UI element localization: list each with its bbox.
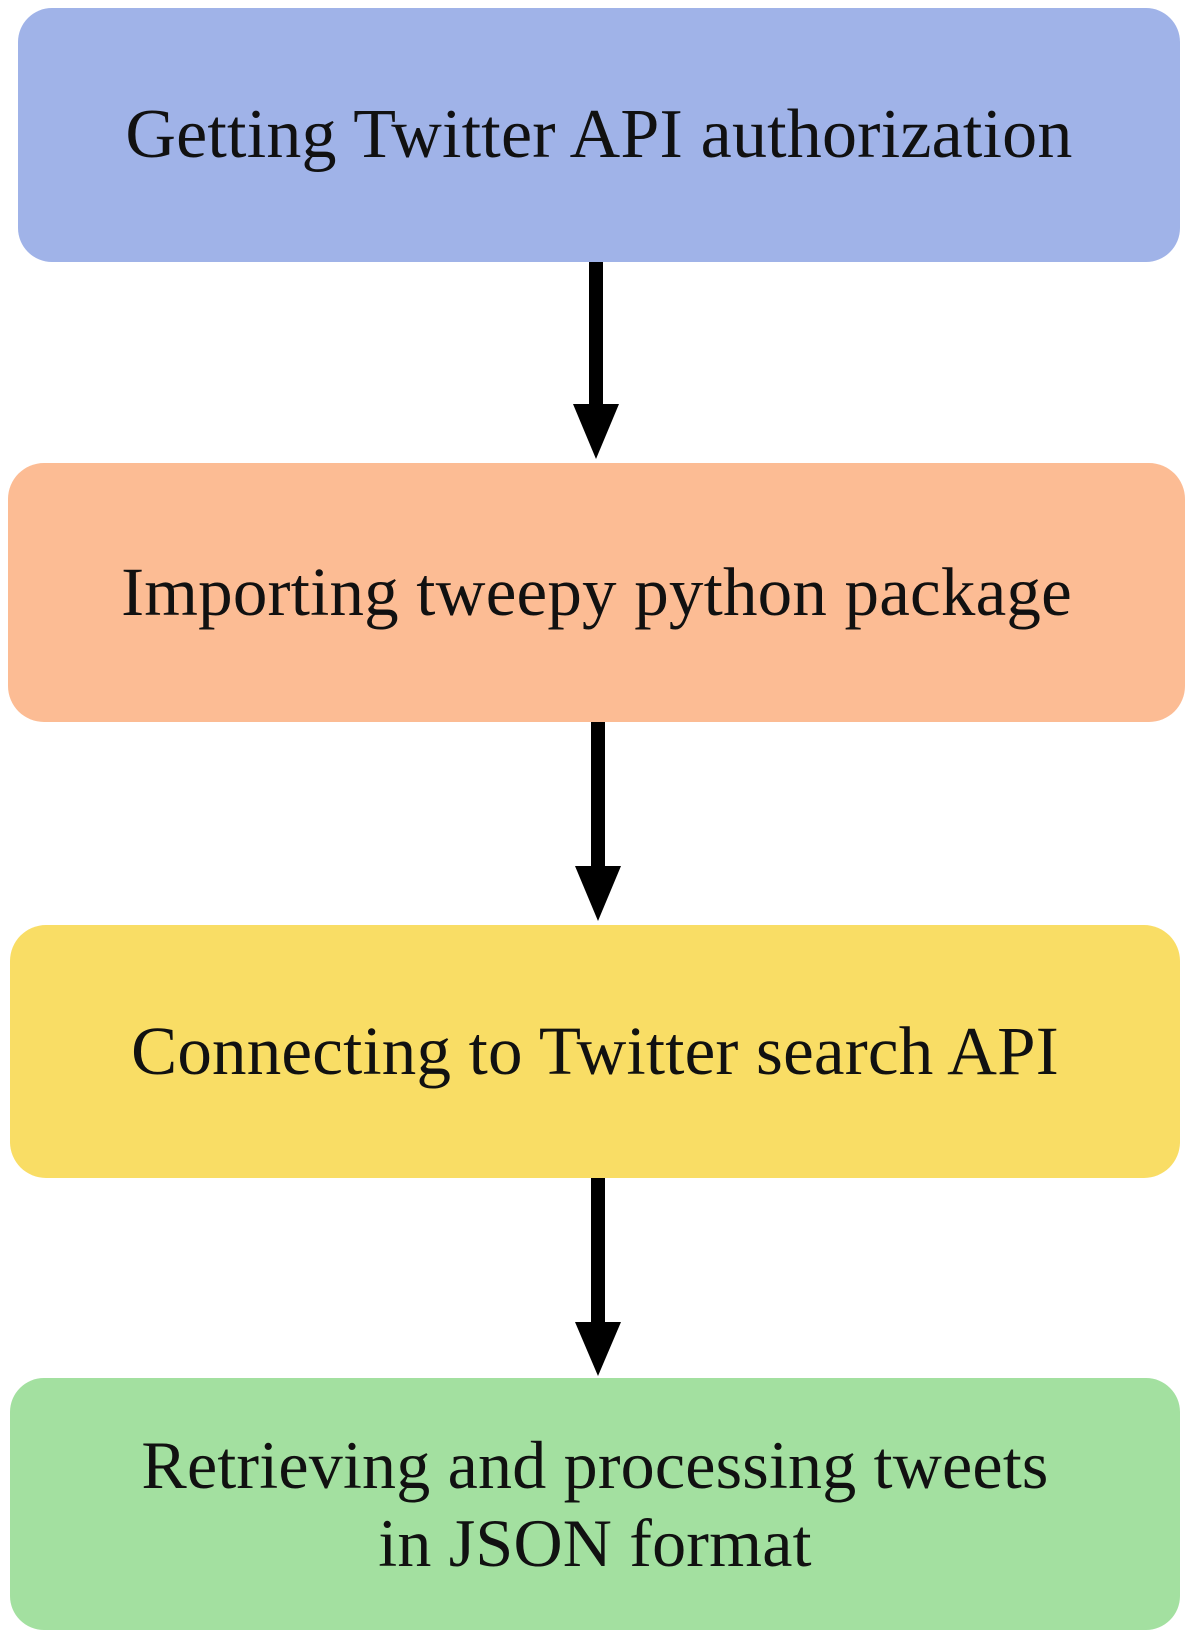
arrow-connect-to-retrieve — [575, 1176, 621, 1376]
flow-node-label: Importing tweepy python package — [121, 553, 1072, 630]
flow-node-importing-tweepy-python-package: Importing tweepy python package — [8, 463, 1185, 722]
arrow-auth-to-import — [573, 261, 619, 459]
arrow-import-to-connect — [575, 720, 621, 921]
flow-node-retrieving-and-processing-tweets: Retrieving and processing tweets in JSON… — [10, 1378, 1180, 1630]
flow-node-connecting-to-twitter-search-api: Connecting to Twitter search API — [10, 925, 1180, 1178]
flow-node-label: Getting Twitter API authorization — [125, 95, 1073, 173]
flow-node-label: Connecting to Twitter search API — [131, 1012, 1059, 1089]
flow-node-label: Retrieving and processing tweets in JSON… — [141, 1426, 1049, 1581]
flow-node-getting-twitter-api-authorization: Getting Twitter API authorization — [18, 8, 1180, 262]
